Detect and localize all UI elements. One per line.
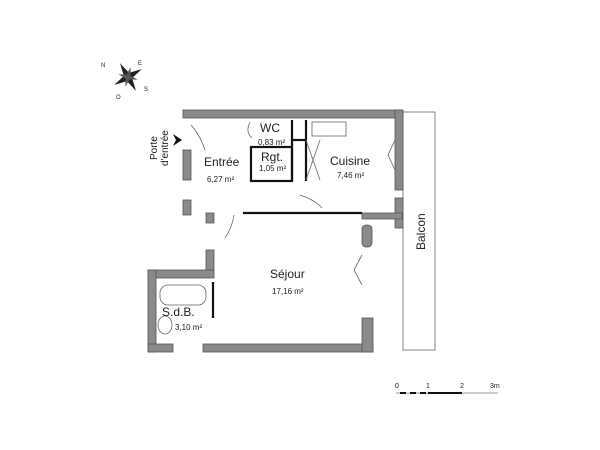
svg-text:0: 0 [395,383,399,390]
scale-bar: 0 1 2 3m [395,383,500,394]
room-sdb: S.d.B. 3,10 m² [162,305,202,332]
svg-text:Rgt.: Rgt. [261,150,283,164]
svg-text:2: 2 [460,383,464,390]
balcony [402,111,436,351]
svg-text:7,46 m²: 7,46 m² [337,171,364,180]
svg-text:6,27 m²: 6,27 m² [207,175,234,184]
svg-text:Séjour: Séjour [270,267,305,281]
svg-text:Cuisine: Cuisine [330,154,370,168]
compass-o: O [116,95,121,101]
svg-text:3,10 m²: 3,10 m² [175,323,202,332]
fixtures [157,121,396,335]
room-wc: WC 0,83 m² [258,121,285,147]
partitions [211,120,362,318]
svg-text:S.d.B.: S.d.B. [162,305,195,319]
room-cuisine: Cuisine 7,46 m² [330,154,370,180]
entrance-label: Porte d'entrée [149,130,171,166]
svg-text:d'entrée: d'entrée [160,130,171,166]
walls [147,109,404,353]
room-rangement: Rgt. 1,05 m² [259,150,286,173]
room-entree: Entrée 6,27 m² [204,155,240,184]
svg-text:Porte: Porte [149,136,160,160]
svg-text:1,05 m²: 1,05 m² [259,164,286,173]
svg-text:Entrée: Entrée [204,155,240,169]
svg-text:0,83 m²: 0,83 m² [258,138,285,147]
compass-s: S [144,87,148,93]
compass-n: N [101,63,105,69]
svg-text:17,16 m²: 17,16 m² [272,287,304,296]
compass-e: E [138,61,142,67]
svg-text:1: 1 [426,383,430,390]
room-sejour: Séjour 17,16 m² [270,267,305,296]
svg-text:3m: 3m [490,383,500,390]
svg-text:WC: WC [260,121,280,135]
room-balcon: Balcon [414,213,428,250]
compass-rose-icon: N E S O [101,61,148,101]
entrance-arrow-icon [173,134,182,146]
